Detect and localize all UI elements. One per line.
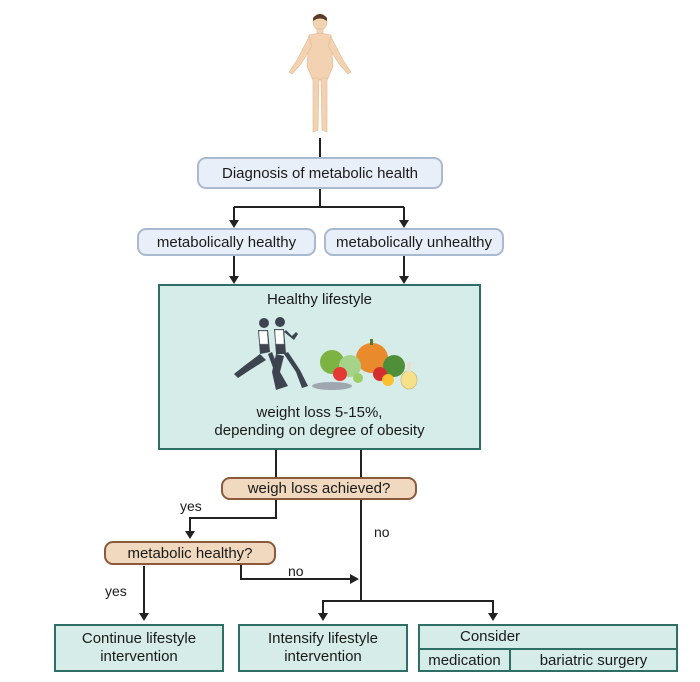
consider-label: Consider [420, 626, 676, 650]
edge-label-no: no [288, 563, 304, 579]
consider-node: Consider medication bariatric surgery [418, 624, 678, 672]
intensify-line2: intervention [284, 648, 362, 665]
bariatric-surgery-option: bariatric surgery [539, 652, 648, 669]
healthy-label: metabolically healthy [156, 233, 297, 251]
runners-icon [234, 317, 308, 390]
healthy-lifestyle-title: Healthy lifestyle [266, 291, 373, 308]
edge-label-yes: yes [105, 583, 127, 599]
weight-loss-question: weigh loss achieved? [221, 477, 417, 500]
edge-label-yes: yes [180, 498, 202, 514]
continue-lifestyle-node: Continue lifestyle intervention [54, 624, 224, 672]
lifestyle-text-line1: weight loss 5-15%, [256, 404, 383, 421]
weight-loss-question-label: weigh loss achieved? [247, 480, 391, 497]
unhealthy-node: metabolically unhealthy [324, 228, 504, 256]
healthy-food-icon [312, 339, 418, 390]
diagnosis-node: Diagnosis of metabolic health [197, 157, 443, 189]
metabolic-question-label: metabolic healthy? [127, 544, 253, 562]
diagnosis-label: Diagnosis of metabolic health [222, 164, 418, 182]
healthy-lifestyle-node: Healthy lifestyle weight [158, 284, 481, 450]
metabolic-question: metabolic healthy? [104, 541, 276, 565]
lifestyle-text-line2: depending on degree of obesity [214, 422, 425, 439]
edge-label-no: no [374, 524, 390, 540]
healthy-node: metabolically healthy [137, 228, 316, 256]
intensify-line1: Intensify lifestyle [267, 630, 379, 647]
medication-option: medication [420, 650, 511, 672]
intensify-lifestyle-node: Intensify lifestyle intervention [238, 624, 408, 672]
unhealthy-label: metabolically unhealthy [336, 233, 492, 251]
human-body-icon [288, 13, 352, 133]
continue-line1: Continue lifestyle [81, 630, 197, 647]
continue-line2: intervention [100, 648, 178, 665]
